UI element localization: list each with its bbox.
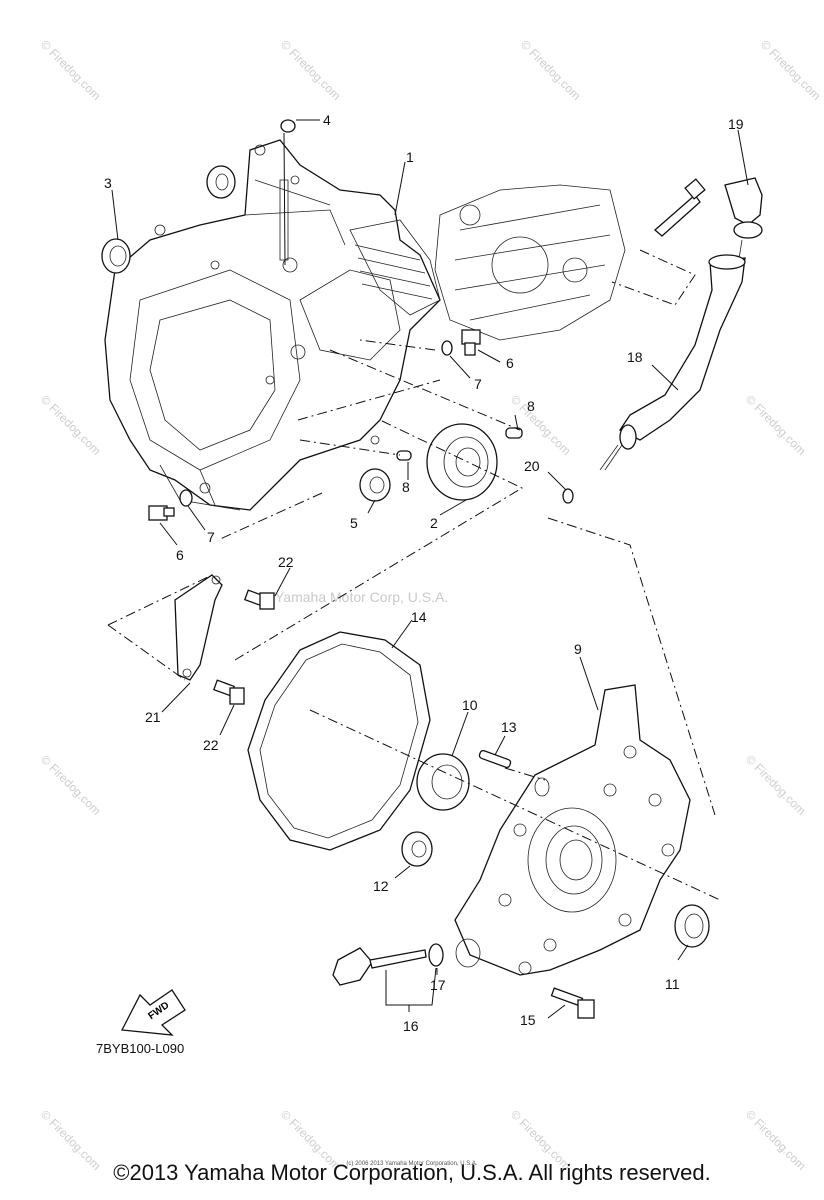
leader-lines bbox=[111, 119, 749, 1019]
oil-seal-11 bbox=[674, 904, 710, 948]
watermark-text: © Firedog.com bbox=[743, 392, 809, 458]
callout-7-lower: 7 bbox=[207, 529, 215, 545]
bearing-5 bbox=[359, 468, 391, 502]
watermark-text: © Firedog.com bbox=[38, 752, 104, 818]
callout-numbers: 1 2 3 4 5 6 6 7 7 8 8 9 10 11 12 13 14 1… bbox=[104, 112, 744, 1034]
bolt-6-upper bbox=[461, 329, 481, 356]
o-ring-17 bbox=[428, 943, 444, 967]
watermark-text: © Firedog.com bbox=[758, 37, 824, 103]
bolt-15 bbox=[550, 987, 595, 1019]
callout-3: 3 bbox=[104, 175, 112, 191]
filler-tube-18 bbox=[599, 254, 746, 471]
dowel-pin-8a bbox=[505, 427, 523, 439]
small-bearing-top bbox=[206, 165, 236, 199]
watermark-text: © Firedog.com bbox=[518, 37, 584, 103]
washer-7-lower bbox=[179, 489, 193, 507]
callout-20: 20 bbox=[524, 458, 540, 474]
tiny-notice: (c) 2006 2013 Yamaha Motor Corporation, … bbox=[346, 1161, 478, 1167]
part-code: 7BYB100-L090 bbox=[96, 1041, 185, 1056]
bolt-22-lower bbox=[212, 679, 245, 705]
gasket-14 bbox=[247, 631, 431, 851]
washer-7-upper bbox=[441, 340, 453, 356]
bearing-2 bbox=[426, 423, 498, 501]
watermark-center: Yamaha Motor Corp, U.S.A. bbox=[275, 589, 448, 605]
dipstick-cap-19 bbox=[724, 177, 763, 266]
copyright-footer: ©2013 Yamaha Motor Corporation, U.S.A. A… bbox=[113, 1160, 711, 1185]
dipstick-16 bbox=[332, 947, 427, 986]
callout-6-upper: 6 bbox=[506, 355, 514, 371]
callout-22-lower: 22 bbox=[203, 737, 219, 753]
cylinder-head bbox=[434, 184, 626, 341]
callout-8-lower: 8 bbox=[402, 479, 410, 495]
callout-1: 1 bbox=[406, 149, 414, 165]
callout-2: 2 bbox=[430, 515, 438, 531]
oil-seal-10 bbox=[416, 753, 470, 811]
watermark-text: © Firedog.com bbox=[278, 37, 344, 103]
callout-15: 15 bbox=[520, 1012, 536, 1028]
callout-11: 11 bbox=[665, 976, 680, 992]
callout-4: 4 bbox=[323, 112, 331, 128]
oil-seal-3 bbox=[101, 238, 131, 274]
callout-17: 17 bbox=[430, 977, 446, 993]
pin-13 bbox=[478, 749, 512, 769]
fwd-arrow-icon: FWD bbox=[120, 989, 186, 1036]
callout-10: 10 bbox=[462, 697, 478, 713]
callout-8-upper: 8 bbox=[527, 398, 535, 414]
callout-9: 9 bbox=[574, 641, 582, 657]
crankcase-cover-9 bbox=[454, 684, 691, 976]
callout-21: 21 bbox=[145, 709, 161, 725]
callout-6-lower: 6 bbox=[176, 547, 184, 563]
bolt-22-upper bbox=[243, 589, 275, 610]
callout-16: 16 bbox=[403, 1018, 419, 1034]
callout-19: 19 bbox=[728, 116, 744, 132]
bracket-21 bbox=[174, 574, 223, 681]
crankcase bbox=[104, 139, 441, 511]
head-bolt bbox=[654, 178, 706, 237]
callout-12: 12 bbox=[373, 878, 389, 894]
nut-4 bbox=[280, 119, 296, 133]
watermark-text: © Firedog.com bbox=[508, 392, 574, 458]
callout-7-upper: 7 bbox=[474, 376, 482, 392]
callout-13: 13 bbox=[501, 719, 517, 735]
callout-5: 5 bbox=[350, 515, 358, 531]
o-ring-20 bbox=[562, 488, 574, 504]
dowel-pin-8b bbox=[396, 450, 412, 461]
watermark-text: © Firedog.com bbox=[38, 37, 104, 103]
assembly-lines bbox=[107, 249, 721, 901]
callout-18: 18 bbox=[627, 349, 643, 365]
watermark-text: © Firedog.com bbox=[38, 392, 104, 458]
watermark-text: © Firedog.com bbox=[743, 752, 809, 818]
bolt-6-lower bbox=[148, 505, 175, 521]
callout-22-upper: 22 bbox=[278, 554, 294, 570]
bearing-12 bbox=[401, 831, 433, 867]
callout-14: 14 bbox=[411, 609, 427, 625]
